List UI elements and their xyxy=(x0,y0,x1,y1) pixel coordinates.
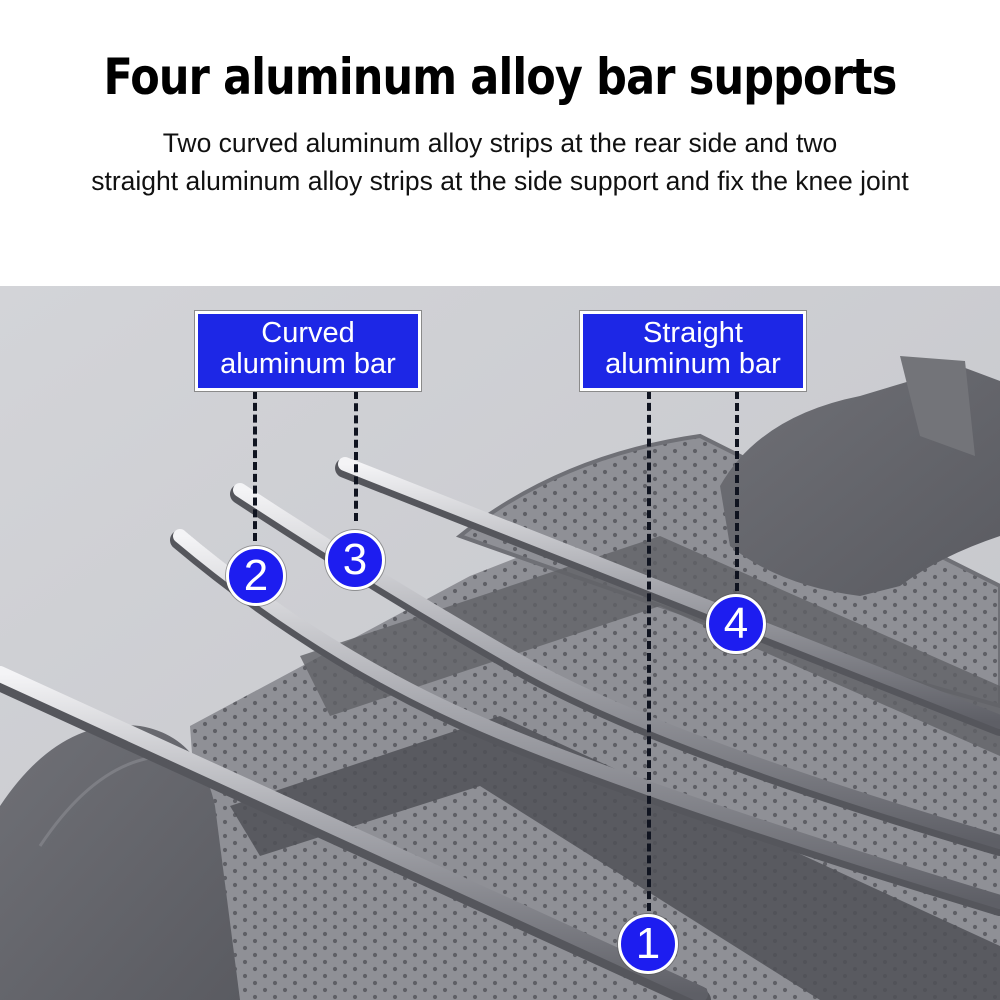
header: Four aluminum alloy bar supports Two cur… xyxy=(0,0,1000,286)
leader-line-2 xyxy=(253,391,257,541)
callout-curved-line2: aluminum bar xyxy=(220,348,396,380)
strap-bottom-left xyxy=(0,725,240,1000)
callout-straight-bar: Straight aluminum bar xyxy=(580,311,806,391)
marker-1: 1 xyxy=(618,914,678,974)
bar-1 xyxy=(0,666,708,1000)
page-title: Four aluminum alloy bar supports xyxy=(103,48,897,106)
strap-top-right-tail xyxy=(900,356,975,456)
leader-line-1 xyxy=(647,391,651,911)
callout-curved-line1: Curved xyxy=(261,317,355,349)
bar-2 xyxy=(173,529,1000,909)
callout-curved-bar: Curved aluminum bar xyxy=(195,311,421,391)
callout-straight-line2: aluminum bar xyxy=(605,348,781,380)
marker-4: 4 xyxy=(706,594,766,654)
bar-4 xyxy=(338,457,1000,729)
subtitle-line-1: Two curved aluminum alloy strips at the … xyxy=(162,128,838,158)
subtitle-line-2: straight aluminum alloy strips at the si… xyxy=(91,166,909,196)
marker-3: 3 xyxy=(325,530,385,590)
knee-brace-illustration xyxy=(0,286,1000,1000)
marker-2: 2 xyxy=(226,546,286,606)
leader-line-4 xyxy=(735,391,739,591)
leader-line-3 xyxy=(354,391,358,521)
velcro-channel-lower xyxy=(230,716,1000,1000)
product-photo xyxy=(0,286,1000,1000)
callout-straight-line1: Straight xyxy=(643,317,743,349)
